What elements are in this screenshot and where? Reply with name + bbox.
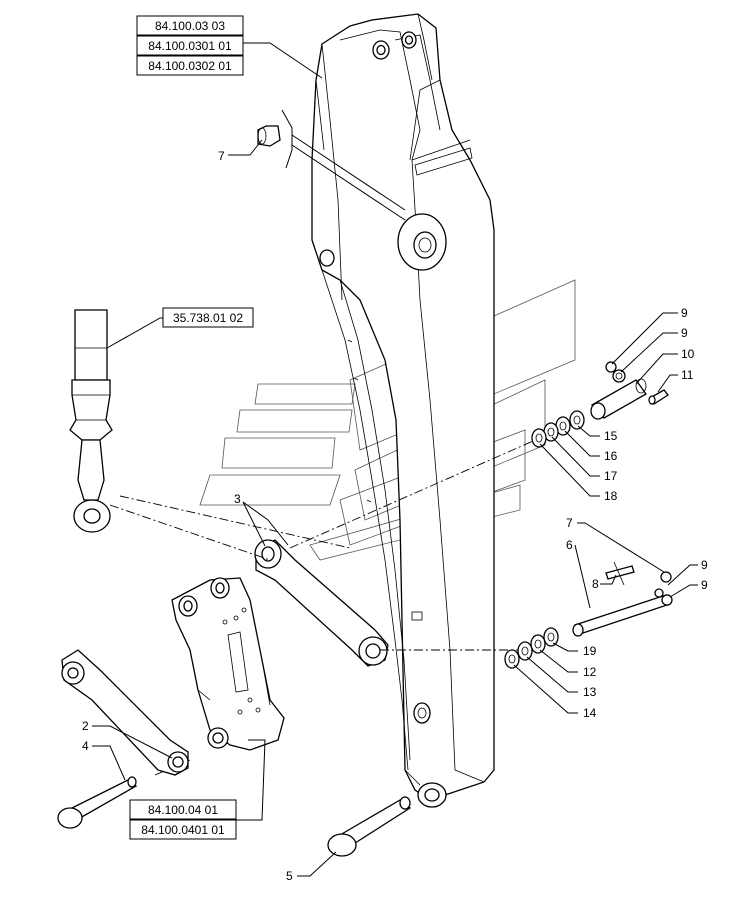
callout-9-b: 9: [681, 326, 688, 340]
ref-label-link-1[interactable]: 84.100.04 01: [148, 803, 218, 817]
callout-11: 11: [681, 368, 694, 382]
ref-box-link: 84.100.04 01 84.100.0401 01: [129, 799, 237, 840]
callout-7-bottom: 7: [566, 516, 573, 530]
callout-5: 5: [286, 869, 293, 883]
callout-9-a: 9: [681, 306, 688, 320]
ref-label-cylinder[interactable]: 35.738.01 02: [173, 311, 243, 325]
rocker-link-plate: [171, 577, 285, 751]
pin-5: [327, 796, 412, 857]
small-link: [61, 649, 189, 776]
callout-8: 8: [592, 577, 599, 591]
callout-2: 2: [82, 719, 89, 733]
callout-17: 17: [604, 469, 618, 483]
callout-7-top: 7: [218, 149, 225, 163]
pin-assembly-lower: [504, 561, 673, 669]
callout-9-c: 9: [701, 558, 708, 572]
ref-label-boom-2[interactable]: 84.100.0301 01: [148, 39, 232, 53]
ref-label-boom-3[interactable]: 84.100.0302 01: [148, 59, 232, 73]
pin-4: [57, 776, 138, 829]
connecting-link: [242, 501, 389, 667]
callout-18: 18: [604, 489, 618, 503]
ref-box-boom: 84.100.03 03 84.100.0301 01 84.100.0302 …: [136, 15, 244, 76]
ref-box-cylinder: 35.738.01 02: [162, 307, 254, 328]
callout-19: 19: [583, 644, 597, 658]
ref-label-link-2[interactable]: 84.100.0401 01: [141, 823, 225, 837]
callout-16: 16: [604, 449, 618, 463]
boom-assembly: [311, 13, 495, 808]
bushing-7-top: [228, 109, 406, 221]
callout-10: 10: [681, 347, 695, 361]
hydraulic-cylinder: [69, 309, 163, 533]
callout-13: 13: [583, 685, 597, 699]
leader-lines: [92, 312, 698, 877]
pin-assembly-upper: [531, 361, 669, 448]
ref-label-boom-1[interactable]: 84.100.03 03: [155, 19, 225, 33]
callout-numbers: 7 9 9 10 11 15 16 17 18 3 7 6 8 9 9 19 1…: [82, 149, 708, 883]
callout-6: 6: [566, 538, 573, 552]
callout-15: 15: [604, 429, 618, 443]
boom-body: [311, 13, 495, 801]
callout-4: 4: [82, 739, 89, 753]
callout-14: 14: [583, 706, 597, 720]
callout-3: 3: [234, 492, 241, 506]
callout-12: 12: [583, 665, 597, 679]
callout-9-d: 9: [701, 578, 708, 592]
